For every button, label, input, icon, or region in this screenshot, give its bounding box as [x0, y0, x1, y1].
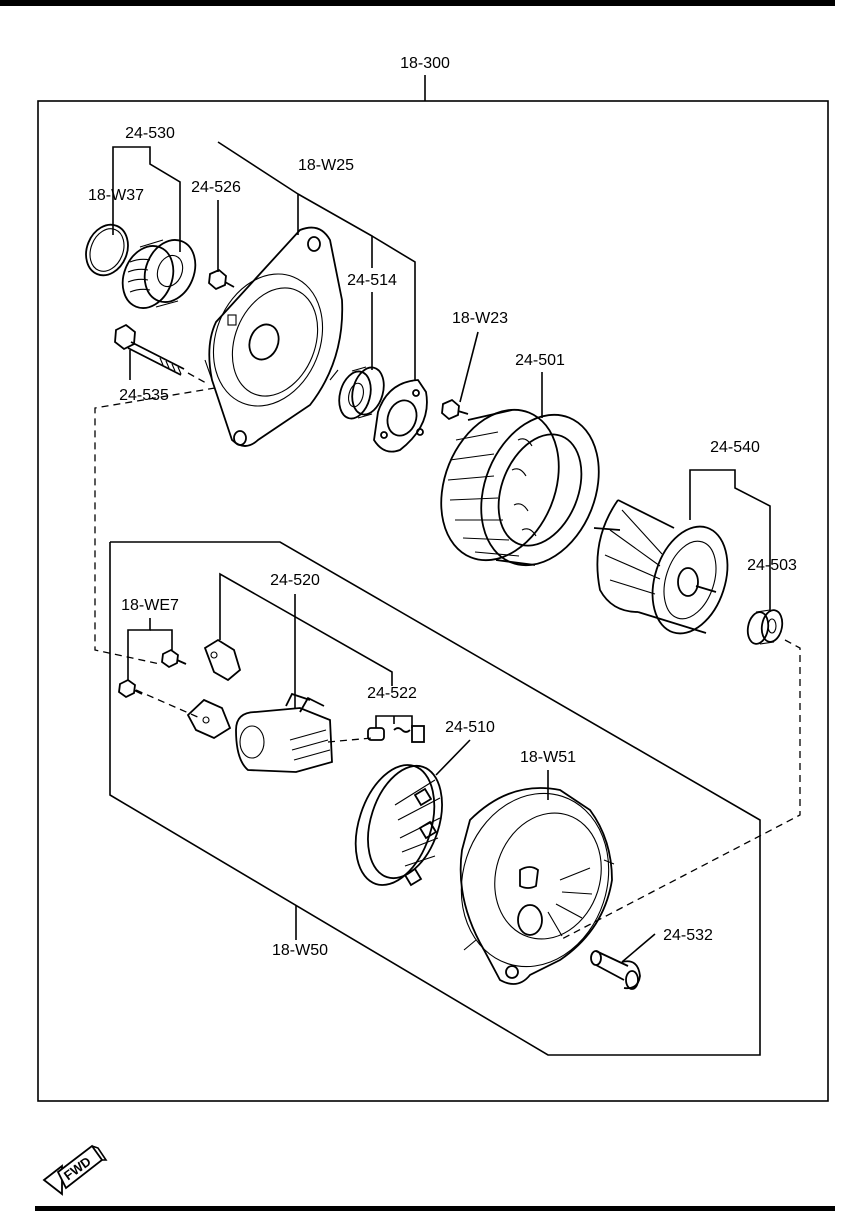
label-24-530: 24-530 — [125, 125, 175, 142]
dashed-alignment-right — [559, 639, 801, 941]
assembly-frame — [37, 100, 829, 1102]
label-18-W50: 18-W50 — [272, 942, 328, 959]
terminal-bolt-24-532 — [590, 950, 641, 990]
fwd-arrow-icon: FWD — [42, 1144, 108, 1196]
label-24-503: 24-503 — [747, 557, 797, 574]
label-24-526: 24-526 — [191, 179, 241, 196]
group-frame-18-W50 — [109, 541, 761, 1056]
leader-18-W25-mid — [297, 193, 373, 268]
screw-18-WE7-b — [118, 678, 143, 699]
leader-24-510 — [435, 739, 471, 776]
label-24-540: 24-540 — [710, 439, 760, 456]
leader-18-W23 — [459, 331, 479, 403]
assembly-label: 18-300 — [400, 55, 450, 72]
label-24-535: 24-535 — [119, 387, 169, 404]
leader-24-540 — [689, 469, 771, 612]
bearing-24-514 — [338, 366, 385, 420]
bottom-border-bar — [35, 1206, 835, 1211]
label-24-532: 24-532 — [663, 927, 713, 944]
dashed-brush-line — [327, 737, 373, 743]
snap-ring-18-W37 — [85, 223, 129, 277]
snap-ring-inner — [89, 228, 125, 272]
leader-18-WE7-a — [127, 618, 151, 680]
label-18-W37: 18-W37 — [88, 187, 144, 204]
top-border-bar — [0, 0, 835, 6]
dashed-alignment-left — [94, 387, 216, 665]
label-24-522: 24-522 — [367, 685, 417, 702]
leader-18-W25-right — [371, 235, 416, 380]
screw-24-526 — [208, 268, 235, 291]
screw-18-WE7-a — [161, 648, 187, 669]
bearing-retainer-plate — [373, 379, 428, 453]
drive-end-frame-18-W25 — [204, 226, 344, 447]
label-18-WE7: 18-WE7 — [121, 597, 179, 614]
through-bolt-24-535 — [114, 323, 207, 384]
regulator-bracket — [186, 638, 242, 740]
bearing-24-503 — [746, 609, 784, 645]
stator-24-501 — [440, 408, 600, 567]
label-24-514: 24-514 — [347, 272, 397, 289]
label-18-W51: 18-W51 — [520, 749, 576, 766]
leader-18-WE7-b — [150, 629, 173, 650]
label-24-501: 24-501 — [515, 352, 565, 369]
leader-24-522-path — [219, 572, 393, 686]
label-24-510: 24-510 — [445, 719, 495, 736]
label-24-520: 24-520 — [270, 572, 320, 589]
regulator-24-520 — [235, 692, 333, 773]
rotor-24-540 — [593, 499, 729, 635]
rectifier-24-510 — [354, 764, 443, 887]
screw-18-W23 — [441, 398, 469, 421]
brushes-24-522 — [367, 725, 425, 743]
label-18-W23: 18-W23 — [452, 310, 508, 327]
leader-24-532 — [621, 933, 656, 963]
pulley-24-530 — [121, 239, 197, 309]
leader-24-530 — [112, 146, 181, 252]
rear-frame-18-W51 — [459, 787, 615, 985]
label-18-W25: 18-W25 — [298, 157, 354, 174]
